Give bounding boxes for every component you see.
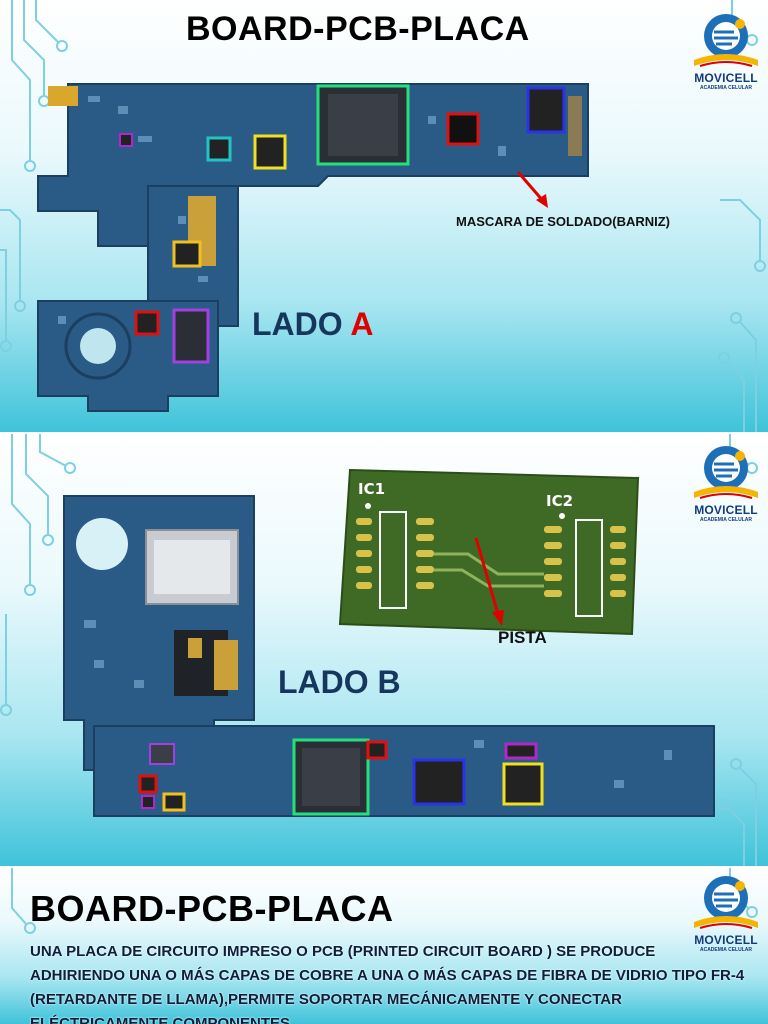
definition-body: UNA PLACA DE CIRCUITO IMPRESO O PCB (PRI… <box>30 943 745 1024</box>
arrow-to-trace <box>474 537 504 626</box>
logo-name: MOVICELL <box>694 71 758 85</box>
movicell-logo: MOVICELL ACADEMIA CELULAR <box>686 872 766 958</box>
definition-title: BOARD-PCB-PLACA <box>30 888 394 929</box>
slide-definition: BOARD-PCB-PLACA MOVICELL ACADEMIA CELULA… <box>0 868 768 1024</box>
logo-tagline: ACADEMIA CELULAR <box>699 947 753 953</box>
pcb-board-side-b <box>63 495 715 817</box>
logo-tagline: ACADEMIA CELULAR <box>699 517 753 523</box>
logo-name: MOVICELL <box>694 503 758 517</box>
movicell-logo: MOVICELL ACADEMIA CELULAR <box>686 442 766 528</box>
pcb-trace-diagram: IC1 IC2 <box>338 468 640 636</box>
ic1-label: IC1 <box>358 480 385 498</box>
side-b-label: LADO B <box>278 664 401 700</box>
logo-name: MOVICELL <box>694 933 758 947</box>
logo-emblem <box>694 876 758 929</box>
logo-tagline: ACADEMIA CELULAR <box>699 85 753 91</box>
pcb-board-side-a <box>37 83 589 412</box>
logo-emblem <box>694 446 758 499</box>
callout-pista: PISTA <box>498 628 547 647</box>
slide-lado-a: BOARD-PCB-PLACA MOVICELL ACADEMIA CELULA… <box>0 0 768 432</box>
side-a-letter: A <box>350 306 374 342</box>
ic2-label: IC2 <box>546 492 573 510</box>
arrow-to-mask <box>516 171 548 208</box>
side-a-word: LADO <box>252 306 343 342</box>
page-title: BOARD-PCB-PLACA <box>186 10 530 48</box>
callout-solder-mask: MASCARA DE SOLDADO(BARNIZ) <box>456 214 671 229</box>
slide-lado-b: MOVICELL ACADEMIA CELULAR IC1 IC2 PISTA <box>0 434 768 866</box>
side-a-label: LADO A <box>252 306 373 343</box>
movicell-logo: MOVICELL ACADEMIA CELULAR <box>686 10 766 96</box>
logo-emblem <box>694 14 758 67</box>
